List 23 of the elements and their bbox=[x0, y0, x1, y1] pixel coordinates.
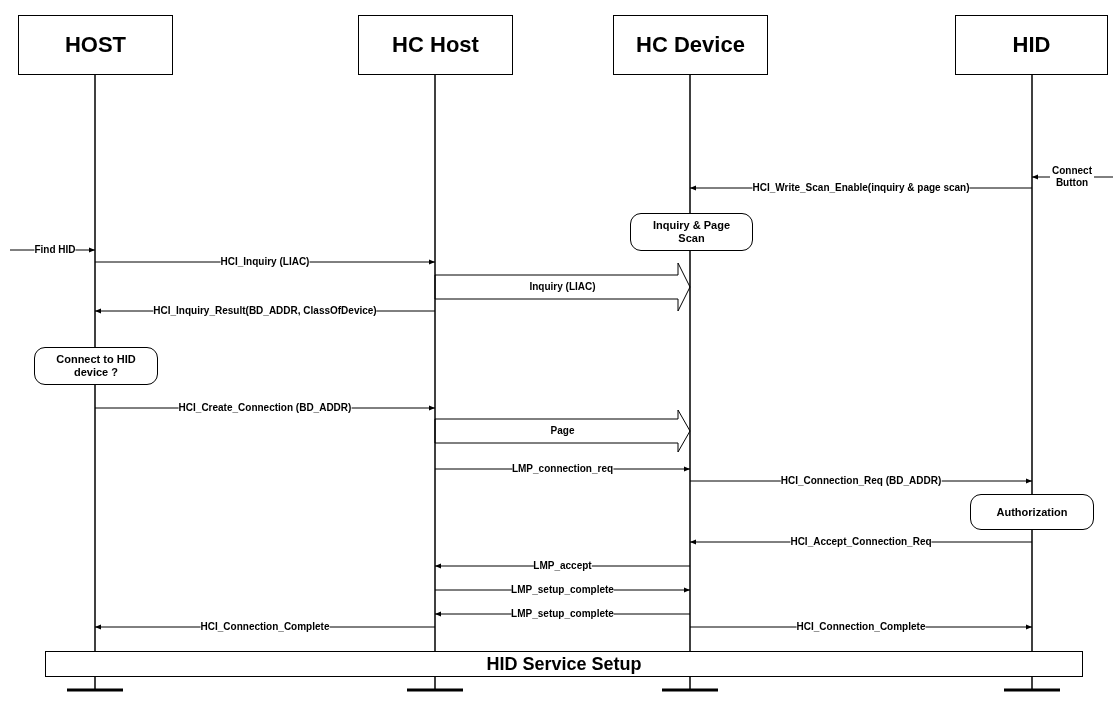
message-label: HCI_Connection_Complete bbox=[796, 621, 926, 633]
phase-bar: HID Service Setup bbox=[45, 651, 1083, 677]
message-label: Page bbox=[550, 425, 575, 437]
block-arrow bbox=[434, 262, 691, 312]
message-label: Inquiry (LIAC) bbox=[529, 281, 596, 293]
message-label: HCI_Accept_Connection_Req bbox=[790, 536, 932, 548]
block-arrow bbox=[434, 409, 691, 453]
message-label: LMP_connection_req bbox=[511, 463, 614, 475]
message-label: LMP_accept bbox=[533, 560, 592, 572]
participant-label: HC Device bbox=[636, 32, 745, 58]
message-label: HCI_Inquiry (LIAC) bbox=[220, 256, 310, 268]
participant-label: HOST bbox=[64, 32, 127, 58]
message-label: LMP_setup_complete bbox=[511, 608, 614, 620]
message-label: Connect Button bbox=[1050, 165, 1094, 189]
participant-label: HID bbox=[1012, 32, 1051, 58]
message-label: HCI_Connection_Complete bbox=[200, 621, 330, 633]
message-label: HCI_Connection_Req (BD_ADDR) bbox=[780, 475, 942, 487]
message-label: LMP_setup_complete bbox=[511, 584, 614, 596]
participant-label: HC Host bbox=[392, 32, 479, 58]
message-label: HCI_Inquiry_Result(BD_ADDR, ClassOfDevice) bbox=[153, 305, 377, 317]
message-label: HCI_Write_Scan_Enable(inquiry & page scan) bbox=[752, 182, 970, 194]
message-label: Find HID bbox=[34, 244, 76, 256]
message-label: HCI_Create_Connection (BD_ADDR) bbox=[178, 402, 352, 414]
